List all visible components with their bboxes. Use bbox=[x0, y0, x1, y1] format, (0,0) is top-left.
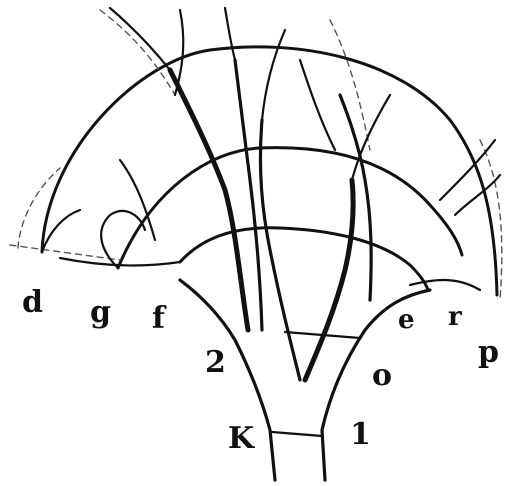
label-b: g bbox=[90, 295, 111, 330]
far-right-twig-2 bbox=[455, 175, 500, 215]
trunk-crossbar bbox=[272, 432, 322, 436]
right-low-branch bbox=[410, 280, 480, 290]
inner-arc bbox=[180, 228, 428, 290]
faint-sketch-lines bbox=[10, 10, 502, 300]
top-center-twig bbox=[225, 8, 235, 60]
center-vee-left bbox=[260, 120, 300, 380]
right-sub-branch bbox=[352, 95, 390, 180]
label-i: r bbox=[448, 302, 462, 332]
label-d: 2 bbox=[205, 345, 226, 380]
label-c: f bbox=[152, 301, 167, 336]
faint-left-arc bbox=[18, 168, 60, 248]
faint-top-right bbox=[330, 20, 370, 150]
label-h: e bbox=[398, 305, 415, 335]
label-f: 1 bbox=[350, 417, 371, 452]
label-a: d bbox=[22, 285, 43, 320]
left-main-branch bbox=[170, 70, 248, 330]
label-j: p bbox=[478, 335, 499, 370]
label-e: K bbox=[228, 421, 255, 456]
left-main-branch-inner bbox=[235, 60, 262, 330]
top-left-twig bbox=[110, 8, 170, 70]
label-g: o bbox=[372, 358, 392, 393]
top-right-twig bbox=[300, 60, 335, 150]
top-center-twig-2 bbox=[262, 30, 285, 120]
middle-arc bbox=[118, 148, 462, 268]
center-vee-right bbox=[305, 180, 353, 380]
